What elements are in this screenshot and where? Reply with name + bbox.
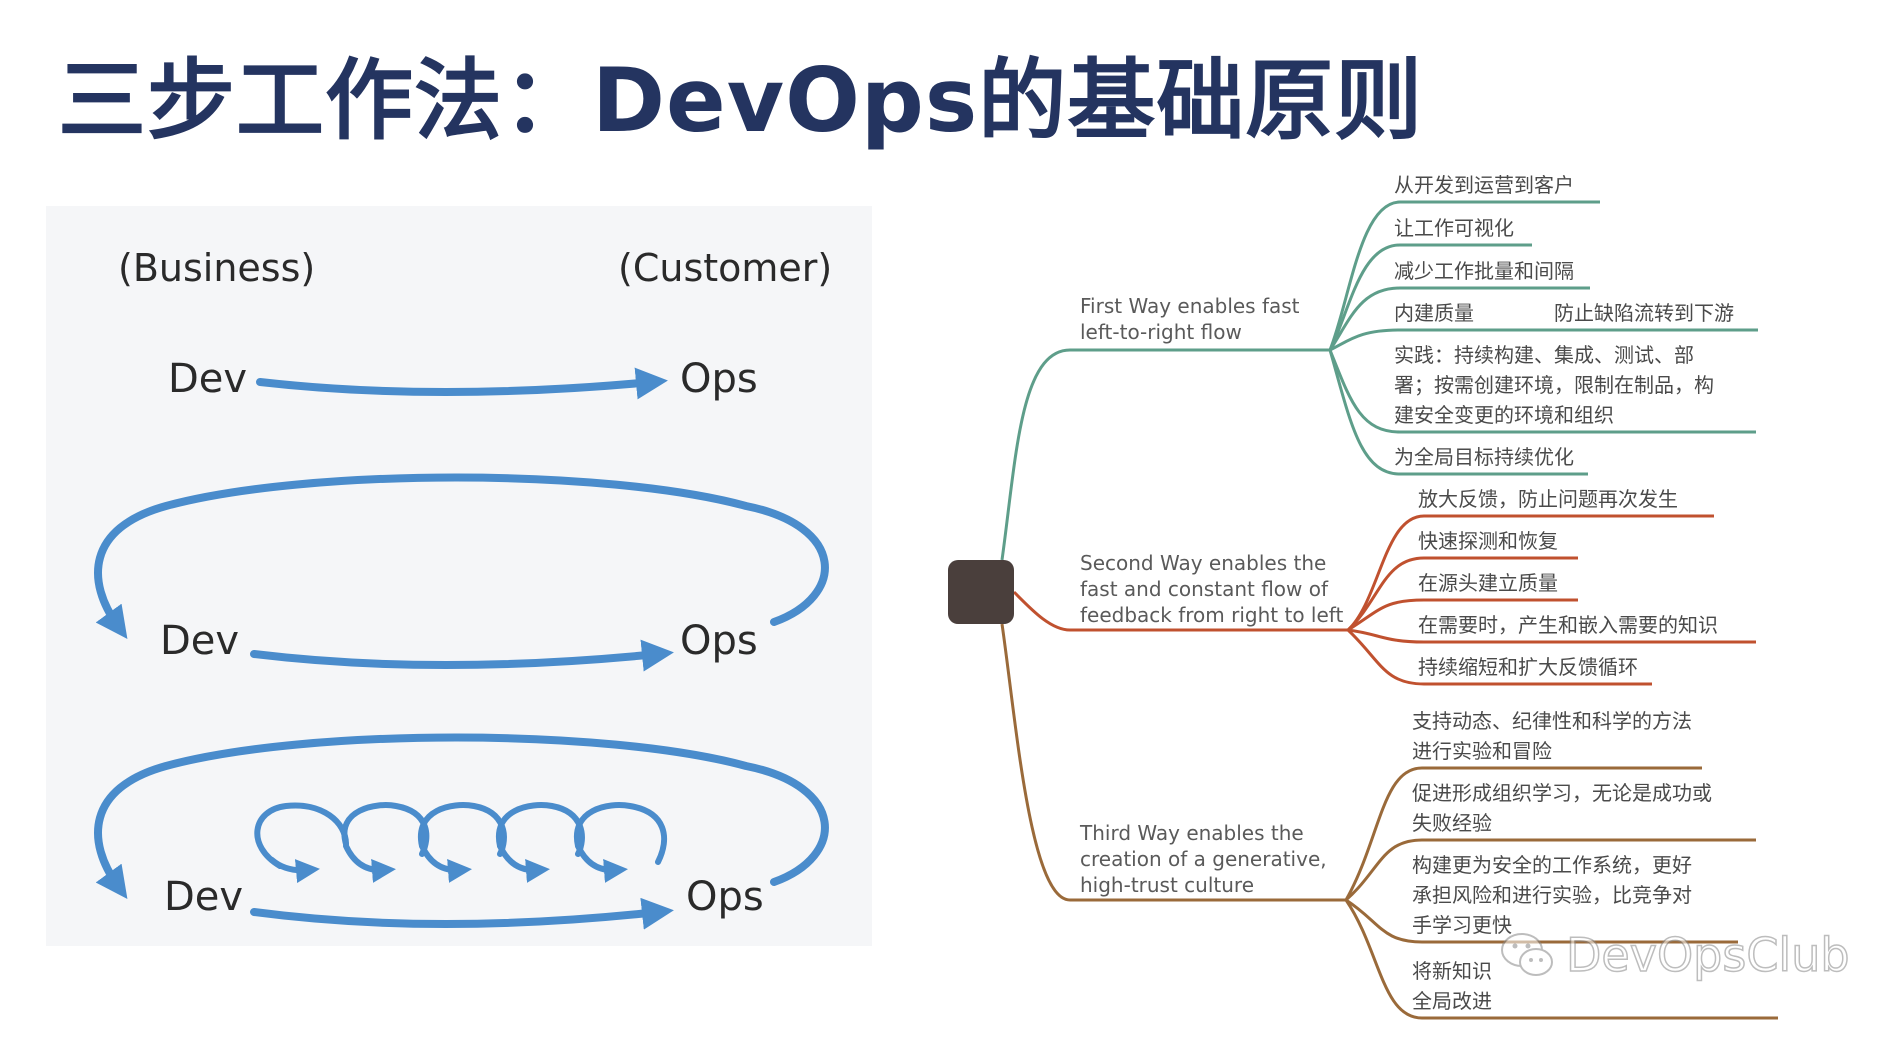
first-way-leaf-2: 让工作可视化 xyxy=(1394,216,1514,240)
business-label: (Business) xyxy=(118,246,316,290)
second-way-label-line-3: feedback from right to left xyxy=(1080,603,1344,627)
first-way-leaf-5-line-3: 建安全变更的环境和组织 xyxy=(1394,403,1614,427)
third-way-leaf-2-line-2: 失败经验 xyxy=(1412,811,1492,835)
first-way-leaf-5: 实践：持续构建、集成、测试、部 署；按需创建环境，限制在制品，构 建安全变更的环… xyxy=(1394,340,1714,430)
second-way-leaf-3: 在源头建立质量 xyxy=(1418,571,1558,595)
second-way-leaf-4: 在需要时，产生和嵌入需要的知识 xyxy=(1418,613,1718,637)
small-loop-5 xyxy=(573,802,668,865)
small-loop-1 xyxy=(254,802,349,869)
slide-title: 三步工作法：DevOps的基础原则 xyxy=(58,49,1424,152)
mind-map-lines xyxy=(1000,200,1778,1020)
watermark-text: DevOpsClub xyxy=(1565,927,1850,983)
third-way-leaf-1-line-2: 进行实验和冒险 xyxy=(1412,739,1552,763)
ops-label-2: Ops xyxy=(680,618,758,664)
third-way-label-line-2: creation of a generative, xyxy=(1080,847,1327,871)
first-way-leaf-1: 从开发到运营到客户 xyxy=(1394,173,1574,197)
flow-diagram: (Business) (Customer) Dev Ops Dev Ops De… xyxy=(46,206,872,946)
ops-label-3: Ops xyxy=(686,874,764,920)
first-way-leaf-5-line-2: 署；按需创建环境，限制在制品，构 xyxy=(1394,373,1714,397)
ops-label-1: Ops xyxy=(680,356,758,402)
arrow-dev-to-ops-3 xyxy=(250,897,674,930)
third-way-leaf-2: 促进形成组织学习，无论是成功或 失败经验 xyxy=(1412,778,1712,838)
small-loop-2-arrow xyxy=(343,843,396,883)
small-loop-3-arrow xyxy=(419,843,472,883)
third-way-leaf-3-line-3: 手学习更快 xyxy=(1412,913,1512,937)
third-way-leaf-3: 构建更为安全的工作系统，更好 承担风险和进行实验，比竞争对 手学习更快 xyxy=(1412,850,1692,940)
second-way-leaf-2: 快速探测和恢复 xyxy=(1418,529,1558,553)
customer-label: (Customer) xyxy=(618,246,833,290)
second-way-label-line-2: fast and constant flow of xyxy=(1080,577,1329,601)
third-way-label-line-3: high-trust culture xyxy=(1080,873,1255,897)
third-way-leaf-1: 支持动态、纪律性和科学的方法 进行实验和冒险 xyxy=(1412,706,1692,766)
small-loop-3 xyxy=(417,802,507,857)
first-way-leaf-6: 为全局目标持续优化 xyxy=(1394,445,1574,469)
small-loop-4 xyxy=(495,802,585,857)
first-way-sub-leaf: 防止缺陷流转到下游 xyxy=(1554,301,1734,325)
dev-label-2: Dev xyxy=(160,618,240,664)
second-way-leaf-5: 持续缩短和扩大反馈循环 xyxy=(1418,655,1638,679)
feedback-loop-2 xyxy=(94,473,829,639)
third-way-label-line-1: Third Way enables the xyxy=(1080,821,1304,845)
small-loop-2 xyxy=(341,802,430,857)
third-way-leaf-2-line-1: 促进形成组织学习，无论是成功或 xyxy=(1412,781,1712,805)
feedback-loop-3 xyxy=(94,733,829,899)
third-way-leaf-4: 将新知识 全局改进 xyxy=(1412,956,1492,1016)
second-way-leaf-1: 放大反馈，防止问题再次发生 xyxy=(1418,487,1678,511)
first-way-label-line-1: First Way enables fast xyxy=(1080,294,1300,318)
first-way-label-line-2: left-to-right flow xyxy=(1080,320,1242,344)
third-way-leaf-3-line-1: 构建更为安全的工作系统，更好 xyxy=(1412,853,1692,877)
flow-arrows xyxy=(94,367,829,930)
small-loop-4-arrow xyxy=(497,843,550,883)
watermark: DevOpsClub xyxy=(1500,927,1850,983)
first-way-label: First Way enables fast left-to-right flo… xyxy=(1080,293,1300,345)
dev-label-3: Dev xyxy=(164,874,244,920)
third-way-leaf-4-line-1: 将新知识 xyxy=(1412,959,1492,983)
small-loop-1-arrow xyxy=(269,857,320,884)
first-way-leaf-4: 内建质量 xyxy=(1394,301,1474,325)
second-way-label: Second Way enables the fast and constant… xyxy=(1080,550,1343,628)
third-way-leaf-1-line-1: 支持动态、纪律性和科学的方法 xyxy=(1412,709,1692,733)
third-way-label: Third Way enables the creation of a gene… xyxy=(1080,820,1327,898)
second-way-label-line-1: Second Way enables the xyxy=(1080,551,1327,575)
wechat-icon xyxy=(1501,933,1553,976)
arrow-dev-to-ops-2 xyxy=(250,639,674,672)
third-way-leaf-3-line-2: 承担风险和进行实验，比竞争对 xyxy=(1412,883,1692,907)
dev-label-1: Dev xyxy=(168,356,248,402)
first-way-leaf-5-line-1: 实践：持续构建、集成、测试、部 xyxy=(1394,343,1694,367)
first-way-leaf-3: 减少工作批量和间隔 xyxy=(1394,259,1574,283)
arrow-dev-to-ops-1 xyxy=(256,367,668,400)
third-way-leaf-4-line-2: 全局改进 xyxy=(1412,989,1492,1013)
small-loop-5-arrow xyxy=(575,843,628,883)
mind-map-root xyxy=(948,560,1014,624)
mind-map: First Way enables fast left-to-right flo… xyxy=(920,160,1892,1040)
